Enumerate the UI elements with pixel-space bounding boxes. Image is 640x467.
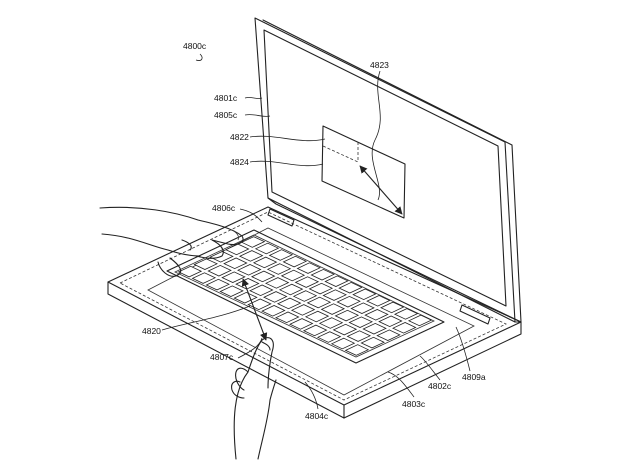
keyboard-key: [254, 242, 280, 255]
keyboard-key: [318, 317, 344, 329]
keyboard-key: [268, 249, 294, 261]
keyboard-key: [290, 304, 316, 316]
keyboard-keys: [177, 236, 433, 356]
label-4806c: 4806c: [212, 203, 236, 213]
keyboard-key: [223, 257, 248, 270]
label-4803c: 4803c: [402, 399, 426, 409]
keyboard-key: [348, 316, 373, 328]
keyboard-key: [205, 278, 230, 291]
keyboard-key: [264, 277, 290, 289]
label-4804c: 4804c: [305, 411, 329, 421]
keyboard-key: [407, 314, 433, 327]
label-4805c: 4805c: [214, 110, 238, 120]
gesture-arrows: [241, 165, 403, 341]
keyboard-key: [237, 264, 262, 276]
keyboard-key: [352, 288, 377, 301]
keyboard-key: [302, 324, 328, 337]
keyboard-key: [238, 250, 264, 262]
keyboard-key: [344, 344, 370, 356]
label-4807c: 4807c: [210, 352, 234, 362]
keyboard-key: [263, 291, 288, 303]
keyboard-key: [261, 305, 286, 317]
keyboard-key: [366, 295, 391, 307]
label-4822: 4822: [230, 132, 249, 142]
keyboard-key: [316, 331, 342, 343]
keyboard-key: [207, 264, 232, 277]
keyboard-key: [350, 302, 375, 314]
keyboard-key: [289, 318, 314, 330]
left-hand: [99, 206, 244, 277]
keyboard-key: [332, 323, 358, 336]
label-4824: 4824: [230, 157, 249, 167]
keyboard-key: [346, 330, 372, 342]
keyboard-key: [304, 310, 330, 323]
keyboard-key: [177, 265, 203, 278]
keyboard-key: [292, 290, 318, 302]
keyboard-key: [275, 311, 300, 324]
keyboard-key: [225, 243, 250, 256]
keyboard-key: [191, 272, 217, 284]
keyboard-key: [249, 284, 274, 297]
hinges: [267, 208, 491, 325]
leader-lines: [161, 53, 471, 410]
keyboard-key: [235, 278, 260, 290]
keyboard-key: [294, 276, 320, 288]
keyboard-key: [336, 295, 361, 308]
keyboard-key: [322, 289, 347, 301]
virtual-window: [321, 125, 406, 219]
keyboard-key: [392, 322, 417, 334]
keyboard-key: [276, 297, 302, 310]
label-4801c: 4801c: [214, 93, 238, 103]
label-4823: 4823: [370, 60, 389, 70]
keyboard-key: [364, 309, 389, 321]
label-4802c: 4802c: [428, 381, 452, 391]
keyboard-key: [330, 337, 356, 350]
keyboard-key: [221, 271, 246, 283]
label-4800c: 4800c: [183, 41, 207, 51]
keyboard-key: [280, 269, 306, 282]
keyboard-key: [393, 308, 419, 320]
keyboard-key: [324, 275, 349, 287]
keyboard-key: [240, 236, 266, 248]
keyboard-key: [278, 283, 304, 296]
keyboard-key: [360, 336, 385, 349]
keyboard-key: [310, 268, 335, 281]
keyboard-key: [296, 262, 321, 274]
keyboard-key: [193, 258, 218, 270]
keyboard-key: [376, 329, 401, 341]
keyboard: [166, 229, 445, 364]
keyboard-key: [334, 309, 360, 322]
keyboard-key: [320, 303, 346, 315]
display-lid: [254, 17, 522, 323]
label-4820: 4820: [142, 326, 161, 336]
keyboard-key: [306, 296, 332, 309]
keyboard-key: [378, 315, 403, 328]
right-hand: [231, 337, 277, 460]
keyboard-key: [308, 282, 334, 295]
keyboard-key: [362, 322, 387, 335]
keyboard-key: [266, 263, 292, 275]
keyboard-key: [252, 256, 278, 269]
keyboard-key: [282, 255, 308, 268]
keyboard-key: [338, 281, 363, 294]
label-4809a: 4809a: [462, 372, 486, 382]
keyboard-key: [380, 301, 405, 314]
reference-labels: 4800c 4801c 4805c 4822 4824 4823 4806c 4…: [142, 41, 486, 421]
keyboard-key: [250, 270, 276, 283]
